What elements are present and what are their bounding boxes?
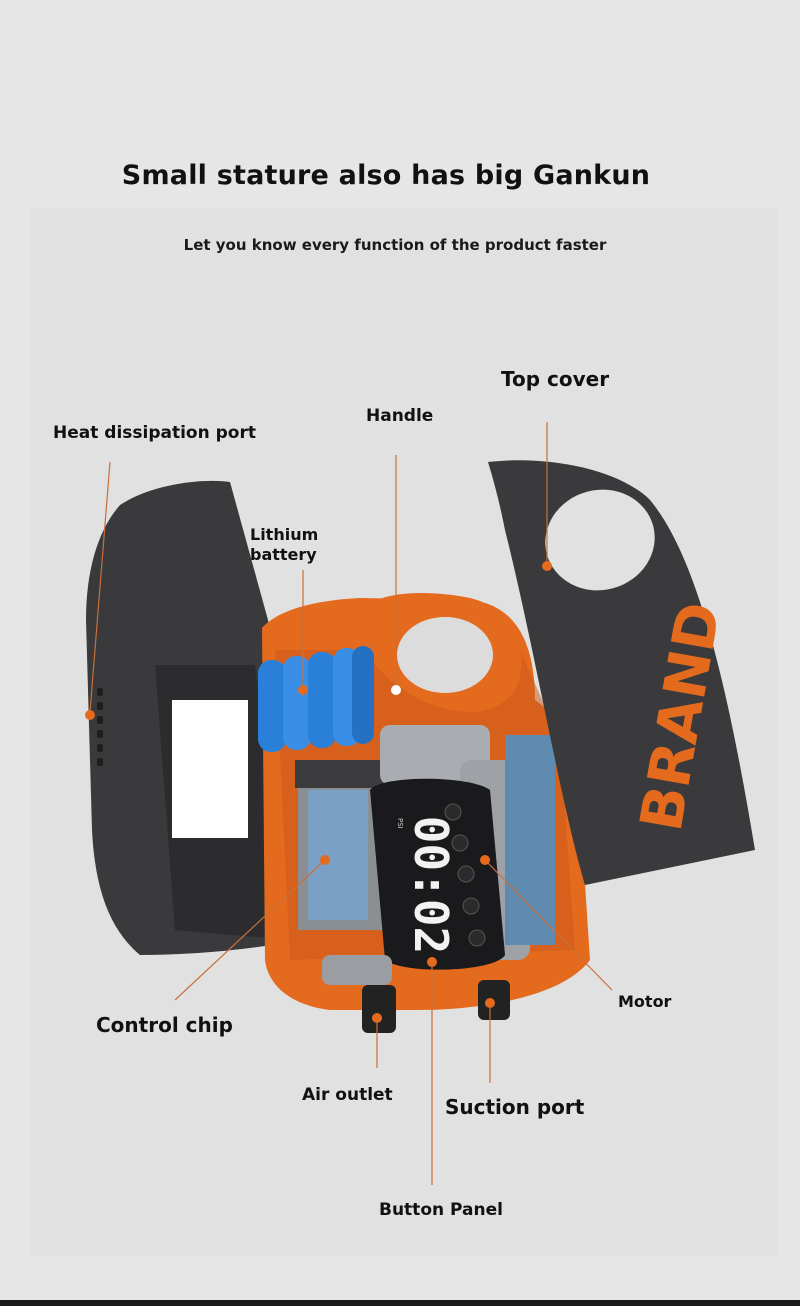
label-air-outlet: Air outlet: [302, 1085, 393, 1105]
button-panel-unit: 00:02 PSI: [370, 778, 505, 970]
page-subtitle: Let you know every function of the produ…: [183, 236, 607, 254]
label-lithium-line2: battery: [250, 545, 317, 564]
label-lithium-line1: Lithium: [250, 525, 319, 544]
top-cover-shell: BRAND: [488, 460, 755, 885]
label-button-panel: Button Panel: [379, 1200, 503, 1220]
label-handle: Handle: [366, 406, 434, 426]
label-motor: Motor: [618, 992, 672, 1011]
left-cover-shell: [86, 480, 300, 955]
lithium-battery-pack: [258, 646, 374, 752]
leader-lines: [89, 422, 613, 1185]
leader-dots: [85, 561, 552, 1023]
bottom-edge-bar: [0, 1300, 800, 1306]
label-top-cover: Top cover: [501, 367, 610, 391]
label-suction-port: Suction port: [445, 1095, 585, 1119]
label-control-chip: Control chip: [96, 1013, 233, 1037]
display-unit: PSI: [396, 818, 404, 829]
display-readout: 00:02: [404, 816, 458, 954]
label-lithium-battery: Lithium battery: [250, 525, 318, 565]
label-heat-dissipation-port: Heat dissipation port: [53, 423, 256, 443]
page-title: Small stature also has big Gankun: [121, 160, 651, 191]
handle-ring: [359, 593, 522, 712]
